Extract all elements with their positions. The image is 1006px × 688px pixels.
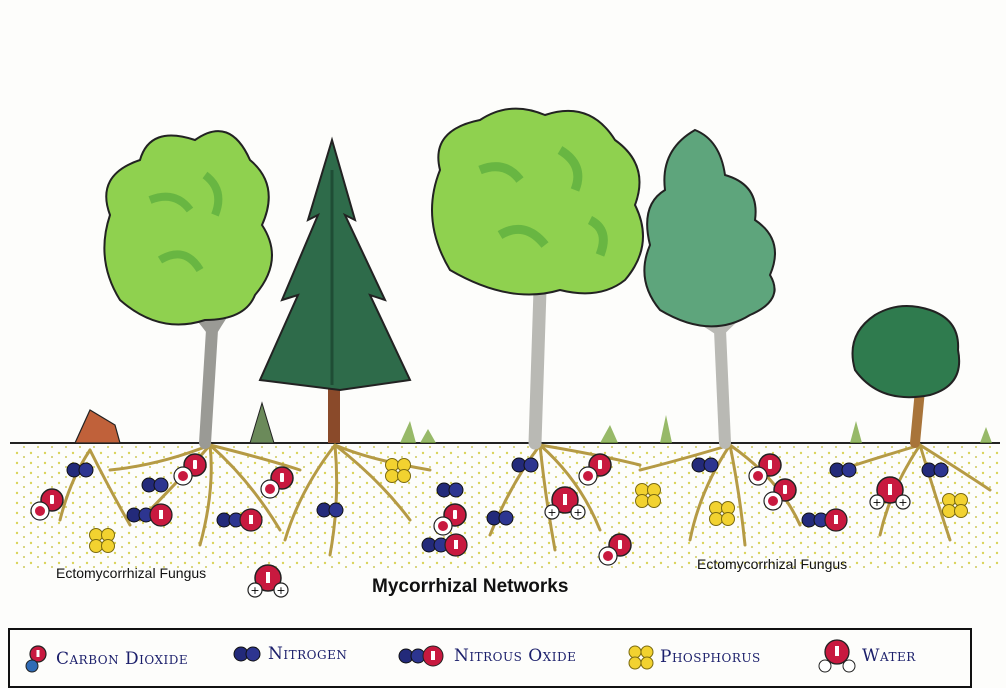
- tree-deciduous-2: [432, 109, 643, 443]
- nitrogen-icon: [232, 644, 262, 664]
- fungus-label-right: Ectomycorrhizal Fungus: [697, 556, 847, 572]
- legend-item-nitrous-oxide: Nitrous Oxide: [398, 644, 576, 668]
- legend-label-nitrogen: Nitrogen: [268, 644, 347, 664]
- legend-label-nitrous-oxide: Nitrous Oxide: [454, 646, 576, 666]
- legend-item-carbon-dioxide: Carbon Dioxide: [24, 644, 188, 674]
- ground-grass: [400, 415, 992, 443]
- phosphorus-icon: [628, 644, 654, 670]
- tree-small: [853, 306, 960, 443]
- stump: [75, 410, 120, 443]
- network-title: Mycorrhizal Networks: [372, 576, 568, 598]
- legend-label-phosphorus: Phosphorus: [660, 647, 761, 667]
- legend: Carbon Dioxide Nitrogen Nitrous Oxide Ph…: [8, 628, 972, 688]
- small-shrub: [250, 403, 274, 443]
- legend-item-nitrogen: Nitrogen: [232, 644, 347, 664]
- legend-item-phosphorus: Phosphorus: [628, 644, 761, 670]
- legend-label-carbon-dioxide: Carbon Dioxide: [56, 649, 188, 669]
- tree-sage: [644, 130, 775, 443]
- tree-conifer: [260, 140, 410, 443]
- carbon-dioxide-icon: [24, 644, 50, 674]
- legend-label-water: Water: [862, 646, 916, 666]
- legend-item-water: Water: [818, 636, 916, 676]
- water-icon: [818, 636, 856, 676]
- nitrous-oxide-icon: [398, 644, 448, 668]
- tree-deciduous-1: [104, 131, 272, 443]
- fungus-label-left: Ectomycorrhizal Fungus: [56, 565, 206, 581]
